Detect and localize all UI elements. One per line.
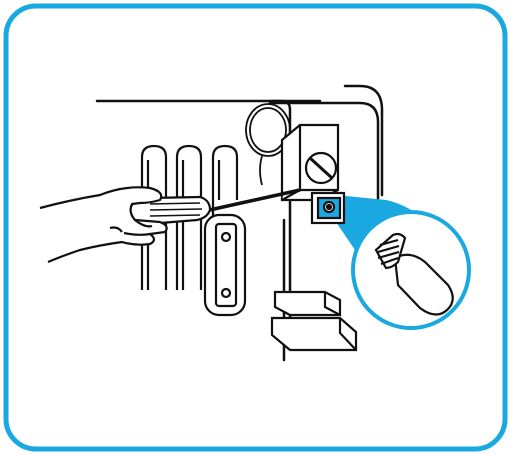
light-bulb-icon [374, 232, 454, 316]
refrigerator-interior [95, 84, 384, 362]
tube-bracket [203, 213, 247, 317]
screwdriver-shaft [204, 188, 301, 213]
hand-holding-screwdriver-icon [39, 186, 168, 264]
coiled-wire [245, 103, 291, 186]
cabinet-outer-edge [343, 84, 384, 197]
screwdriver-icon [128, 188, 301, 226]
thermostat-control-box [280, 123, 340, 202]
lamp-socket [310, 191, 346, 225]
bracket-screw-bottom [220, 287, 232, 299]
cabinet-outer-shell [268, 101, 380, 202]
bracket-screw-top [220, 231, 232, 243]
shelf-supports [270, 290, 358, 352]
illustration-frame [3, 3, 508, 452]
